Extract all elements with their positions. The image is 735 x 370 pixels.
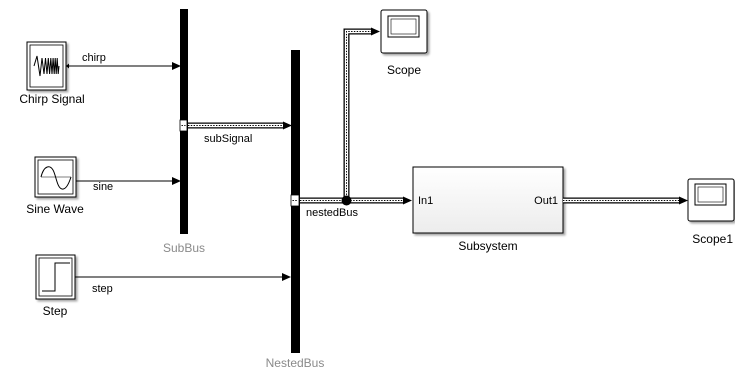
- scope-screen-icon: [387, 15, 420, 38]
- chirp-signal-line[interactable]: [66, 62, 181, 70]
- chirp-signal-name: chirp: [82, 52, 106, 64]
- subsystem-output-bus-line[interactable]: [563, 196, 688, 205]
- sine-wave-label: Sine Wave: [26, 202, 84, 216]
- sine-wave-block[interactable]: [34, 156, 77, 198]
- scope1-label: Scope1: [692, 232, 733, 246]
- subsignal-name: subSignal: [204, 133, 252, 145]
- subbus-label: SubBus: [163, 241, 205, 255]
- step-icon: [42, 262, 70, 292]
- sine-signal-line[interactable]: [76, 177, 181, 185]
- scope1-block[interactable]: [687, 178, 735, 222]
- sine-signal-name: sine: [93, 181, 113, 193]
- sine-wave-icon: [40, 166, 72, 190]
- step-label: Step: [43, 304, 68, 318]
- nestedbus-signal-name: nestedBus: [306, 207, 358, 219]
- step-signal-name: step: [92, 283, 113, 295]
- nestedbus-label: NestedBus: [266, 356, 325, 370]
- chirp-signal-block[interactable]: [26, 41, 69, 91]
- chirp-waveform-icon: [33, 55, 60, 77]
- branch-point: [341, 195, 352, 206]
- subsystem-in1-port: In1: [418, 195, 433, 207]
- nestedbus-bus-line[interactable]: [290, 27, 412, 207]
- subsystem-out1-port: Out1: [534, 195, 558, 207]
- step-signal-line[interactable]: [75, 273, 291, 281]
- subsystem-label: Subsystem: [458, 239, 517, 253]
- subsignal-bus-line[interactable]: [179, 119, 292, 132]
- step-block[interactable]: [35, 254, 76, 300]
- scope-block[interactable]: [380, 9, 428, 54]
- chirp-signal-label: Chirp Signal: [19, 92, 84, 106]
- scope1-screen-icon: [694, 183, 727, 206]
- scope-label: Scope: [387, 63, 421, 77]
- subsystem-block[interactable]: [412, 166, 564, 234]
